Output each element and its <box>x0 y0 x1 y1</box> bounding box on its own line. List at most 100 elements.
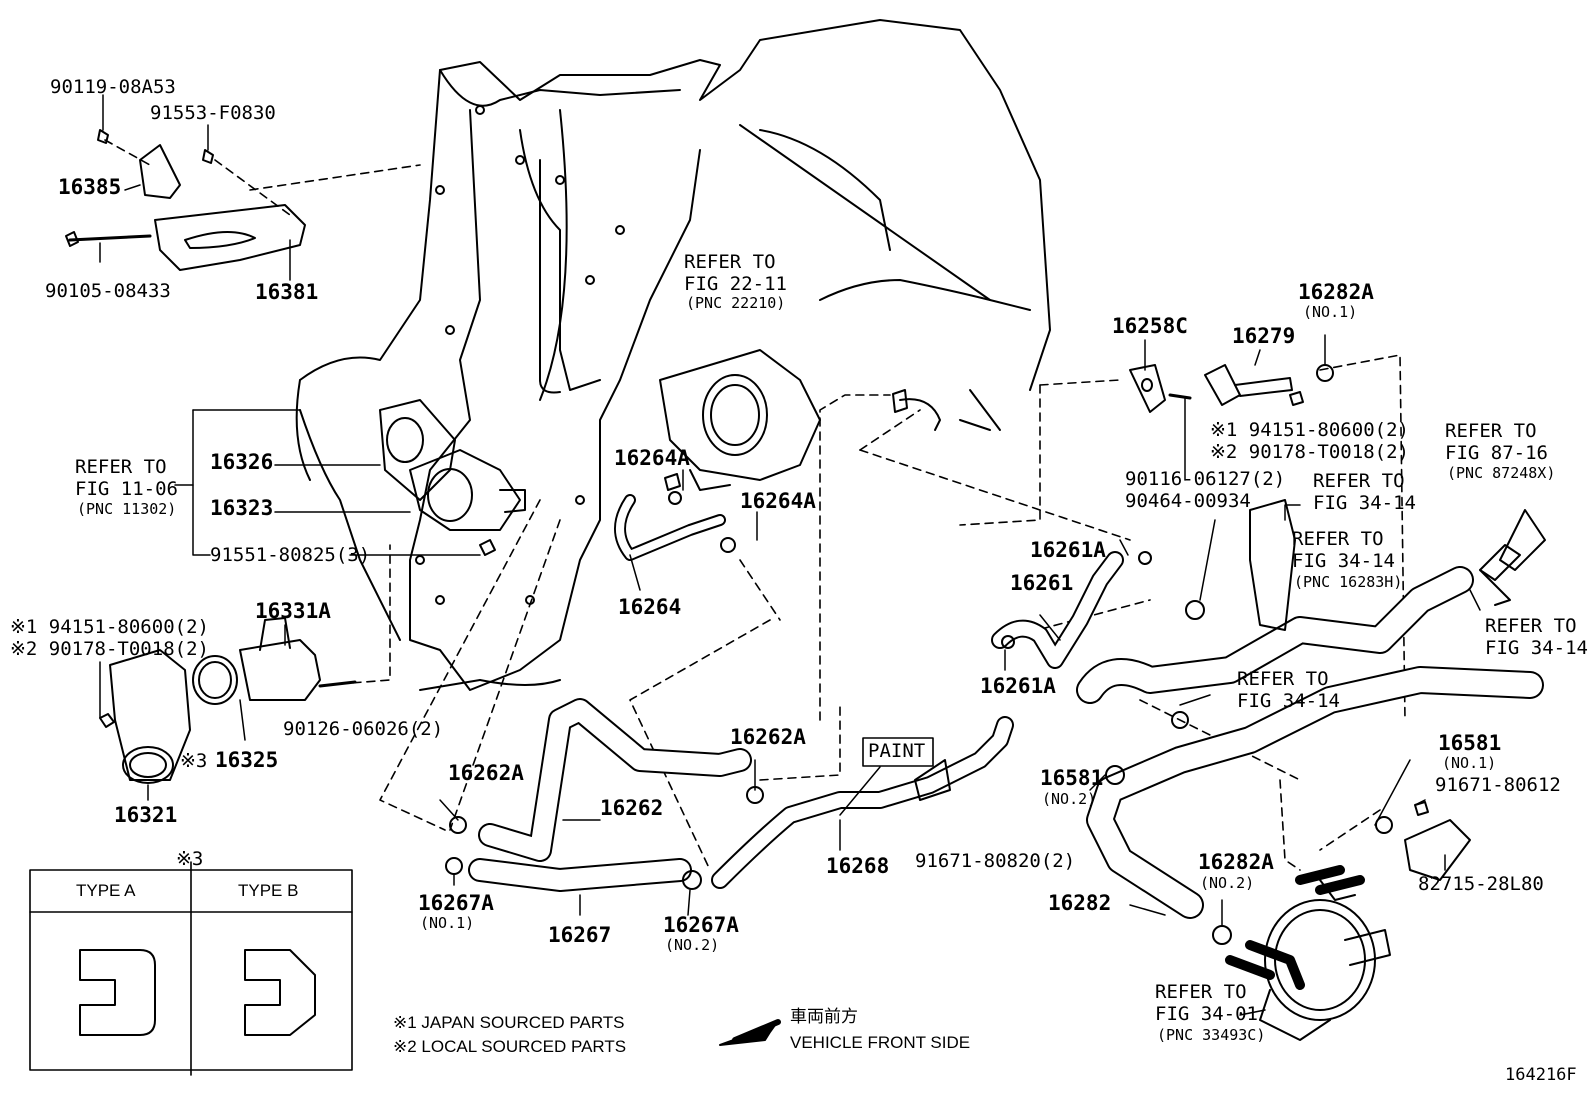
refer-fig22-line3: (PNC 22210) <box>686 294 786 312</box>
refer-fig34-14a-line2: FIG 34-14 <box>1313 492 1416 514</box>
part-16261A-b: 16261A <box>980 674 1056 698</box>
part-16262A-a: 16262A <box>730 725 806 749</box>
part-16385: 16385 <box>58 175 122 199</box>
hose-16283 <box>1076 566 1474 704</box>
part-16282A-bot-sub: (NO.2) <box>1200 874 1255 892</box>
refer-fig34-14b-line2: FIG 34-14 <box>1292 550 1395 572</box>
note1-left: ※1 94151-80600(2) <box>10 616 209 638</box>
front-label-jp: 車両前方 <box>790 1007 858 1026</box>
part-16581-b-sub: (NO.1) <box>1442 754 1497 772</box>
refer-fig87-line1: REFER TO <box>1445 420 1537 442</box>
part-16262A-b: 16262A <box>448 761 524 785</box>
part-16268: 16268 <box>826 854 890 878</box>
part-90119: 90119-08A53 <box>50 76 176 98</box>
refer-fig34-01-line1: REFER TO <box>1155 981 1247 1003</box>
reservoir-parts <box>1249 499 1546 631</box>
top-right-parts <box>892 364 1304 431</box>
part-16267A-a-sub: (NO.1) <box>420 914 475 932</box>
type-a-header: TYPE A <box>76 881 136 900</box>
refer-fig11-line1: REFER TO <box>75 456 167 478</box>
hose-16264 <box>614 494 726 561</box>
part-16331A: 16331A <box>255 599 331 623</box>
thermostat-parts <box>99 617 357 784</box>
part-16267: 16267 <box>548 923 612 947</box>
part-16261A-a: 16261A <box>1030 538 1106 562</box>
part-16381: 16381 <box>255 280 319 304</box>
part-16267A-b-sub: (NO.2) <box>665 936 720 954</box>
part-16282A-top: 16282A <box>1298 280 1374 304</box>
pipe-16268 <box>711 716 1014 889</box>
part-16581-b: 16581 <box>1438 731 1502 755</box>
part-16581-a: 16581 <box>1040 766 1104 790</box>
paint-box <box>862 737 934 767</box>
part-16326: 16326 <box>210 450 274 474</box>
hose-16282 <box>1086 666 1544 919</box>
note1-right: ※1 94151-80600(2) <box>1210 419 1409 441</box>
legend-japan-sourced: ※1 JAPAN SOURCED PARTS <box>393 1013 625 1032</box>
part-16262: 16262 <box>600 796 664 820</box>
refer-fig34-14b-line1: REFER TO <box>1292 528 1384 550</box>
refer-fig34-01-line2: FIG 34-01 <box>1155 1003 1258 1025</box>
part-91671-80820: 91671-80820(2) <box>915 850 1076 872</box>
refer-fig87-line2: FIG 87-16 <box>1445 442 1548 464</box>
refer-fig11-line2: FIG 11-06 <box>75 478 178 500</box>
bracket-parts <box>65 129 306 271</box>
refer-fig11-line3: (PNC 11302) <box>77 500 177 518</box>
part-16264A-a: 16264A <box>614 446 690 470</box>
refer-fig34-14d-line2: FIG 34-14 <box>1237 690 1340 712</box>
part-16581-a-sub: (NO.2) <box>1042 790 1097 808</box>
refer-fig22-line2: FIG 22-11 <box>684 273 787 295</box>
mark3-left: ※3 <box>180 750 208 772</box>
note2-left: ※2 90178-T0018(2) <box>10 638 209 660</box>
refer-fig34-14d-line1: REFER TO <box>1237 668 1329 690</box>
engine-block <box>295 19 1051 691</box>
oil-cooler <box>1225 865 1391 1041</box>
part-16258C: 16258C <box>1112 314 1188 338</box>
part-16282A-top-sub: (NO.1) <box>1303 303 1358 321</box>
refer-fig34-14a-line1: REFER TO <box>1313 470 1405 492</box>
hose-16267 <box>468 858 692 892</box>
part-16323: 16323 <box>210 496 274 520</box>
water-outlet <box>379 399 526 556</box>
paint-label: PAINT <box>868 740 926 762</box>
part-91671-80612: 91671-80612 <box>1435 774 1561 796</box>
part-91553: 91553-F0830 <box>150 102 276 124</box>
mark3-table: ※3 <box>176 848 204 870</box>
part-90126: 90126-06026(2) <box>283 718 444 740</box>
label-leaders <box>99 94 1481 1016</box>
refer-fig87-line3: (PNC 87248X) <box>1447 464 1556 482</box>
part-16279: 16279 <box>1232 324 1296 348</box>
part-16282: 16282 <box>1048 891 1112 915</box>
note2-right: ※2 90178-T0018(2) <box>1210 441 1409 463</box>
refer-fig34-14b-line3: (PNC 16283H) <box>1294 573 1403 591</box>
part-16325: 16325 <box>215 748 279 772</box>
legend-local-sourced: ※2 LOCAL SOURCED PARTS <box>393 1037 627 1056</box>
part-91551: 91551-80825(3) <box>210 544 371 566</box>
part-16261: 16261 <box>1010 571 1074 595</box>
part-16321: 16321 <box>114 803 178 827</box>
part-16267A-a: 16267A <box>418 891 494 915</box>
hose-16261 <box>991 551 1124 669</box>
hose-16262 <box>478 698 752 862</box>
bracket-82715 <box>1404 801 1471 881</box>
part-90116: 90116-06127(2) <box>1125 468 1286 490</box>
type-table <box>29 861 353 1076</box>
type-b-header: TYPE B <box>238 881 299 900</box>
part-16267A-b: 16267A <box>663 913 739 937</box>
front-arrow-icon <box>719 1019 781 1046</box>
part-90464: 90464-00934 <box>1125 490 1251 512</box>
part-82715: 82715-28L80 <box>1418 873 1544 895</box>
part-90105: 90105-08433 <box>45 280 171 302</box>
refer-fig34-01-line3: (PNC 33493C) <box>1157 1026 1266 1044</box>
refer-fig34-14c-line2: FIG 34-14 <box>1485 637 1588 659</box>
part-16264: 16264 <box>618 595 682 619</box>
part-16282A-bot: 16282A <box>1198 850 1274 874</box>
part-16264A-b: 16264A <box>740 489 816 513</box>
diagram-id: 164216F <box>1505 1065 1577 1085</box>
throttle-body <box>659 349 821 491</box>
refer-fig34-14c-line1: REFER TO <box>1485 615 1577 637</box>
refer-fig22-line1: REFER TO <box>684 251 776 273</box>
front-label-en: VEHICLE FRONT SIDE <box>790 1033 971 1052</box>
